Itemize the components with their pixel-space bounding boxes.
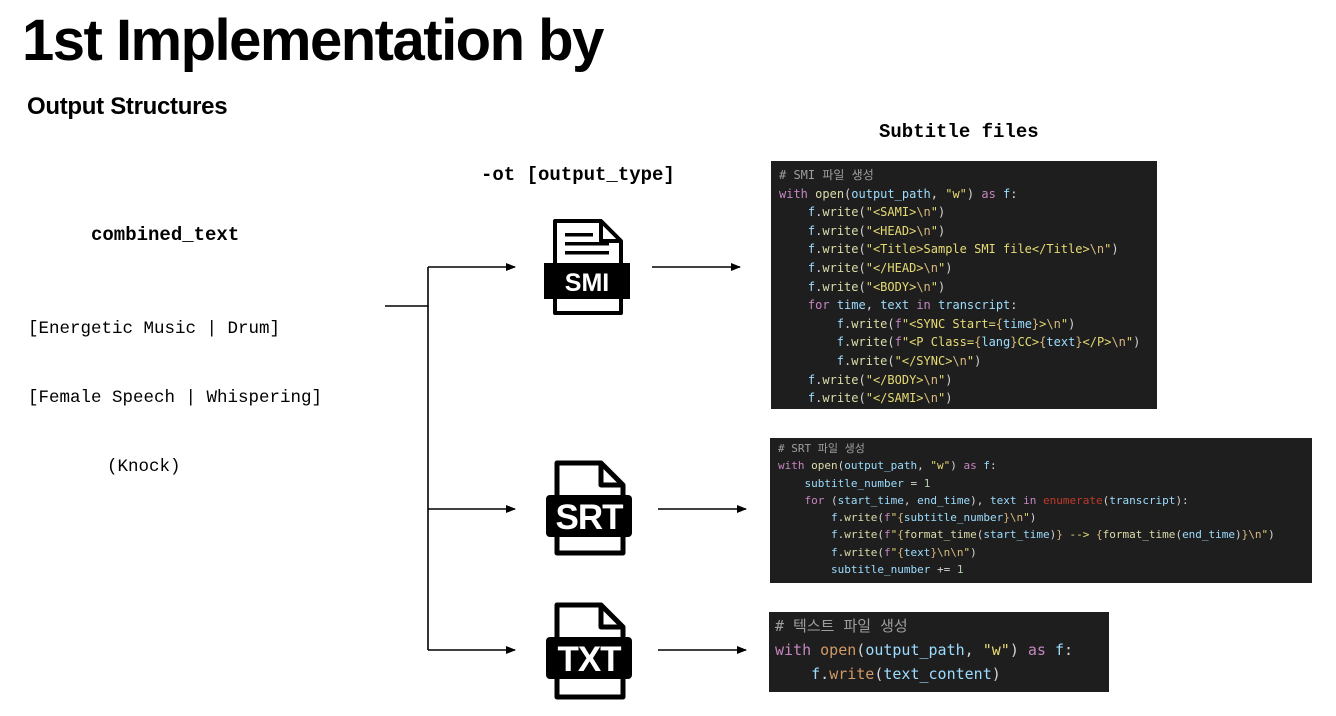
- page-title: 1st Implementation by: [22, 8, 604, 73]
- srt-icon-label: SRT: [556, 498, 624, 537]
- code-line: f.write("<BODY>\n"): [807, 279, 946, 294]
- txt-file-icon: TXT: [546, 602, 632, 700]
- output-label: Subtitle files: [879, 121, 1039, 143]
- input-line: [Energetic Music | Drum]: [28, 319, 281, 339]
- code-line: f.write("<HEAD>\n"): [807, 223, 946, 238]
- code-line: f.write("</SAMI>\n"): [807, 391, 953, 406]
- code-line: f.write("</HEAD>\n"): [807, 260, 953, 275]
- code-line: f.write("</SYNC>\n"): [836, 353, 982, 368]
- code-line: f.write(f"<SYNC Start={time}>\n"): [836, 316, 1076, 331]
- code-line: with open(output_path, "w") as f:: [779, 186, 1018, 201]
- code-line: for time, text in transcript:: [807, 298, 1018, 313]
- input-line: [Female Speech | Whispering]: [28, 388, 323, 408]
- smi-file-icon: SMI: [544, 219, 630, 315]
- input-line: (Knock): [107, 457, 181, 477]
- code-line: f.write("<SAMI>\n"): [807, 205, 946, 220]
- code-line: f.write(f"{format_time(start_time)} --> …: [830, 528, 1275, 542]
- code-line: f.write(f"{subtitle_number}\n"): [830, 511, 1037, 525]
- code-line: for (start_time, end_time), text in enum…: [804, 493, 1189, 507]
- srt-code-block: # SRT 파일 생성 with open(output_path, "w") …: [770, 438, 1312, 583]
- section-subtitle: Output Structures: [27, 93, 228, 120]
- input-label: combined_text: [91, 224, 240, 246]
- code-line: subtitle_number += 1: [830, 563, 964, 577]
- option-label: -ot [output_type]: [481, 164, 675, 186]
- smi-icon-label: SMI: [565, 269, 609, 297]
- txt-code-block: # 텍스트 파일 생성 with open(output_path, "w") …: [769, 612, 1109, 692]
- code-line: # SMI 파일 생성: [779, 168, 874, 182]
- code-line: f.write("</BODY>\n"): [807, 372, 953, 387]
- code-line: f.write(text_content): [811, 665, 1001, 683]
- code-line: f.write("<Title>Sample SMI file</Title>\…: [807, 242, 1119, 257]
- txt-icon-label: TXT: [557, 640, 621, 679]
- code-line: with open(output_path, "w") as f:: [778, 459, 997, 473]
- code-line: # 텍스트 파일 생성: [775, 617, 908, 635]
- code-line: with open(output_path, "w") as f:: [775, 641, 1074, 659]
- code-line: subtitle_number = 1: [804, 476, 931, 490]
- srt-file-icon: SRT: [546, 460, 632, 556]
- input-text-block: [Energetic Music | Drum] [Female Speech …: [28, 272, 322, 502]
- code-line: f.write(f"{text}\n\n"): [830, 545, 977, 559]
- code-line: f.write(f"<P Class={lang}CC>{text}</P>\n…: [836, 335, 1141, 350]
- code-line: # SRT 파일 생성: [778, 442, 865, 455]
- smi-code-block: # SMI 파일 생성 with open(output_path, "w") …: [771, 161, 1157, 409]
